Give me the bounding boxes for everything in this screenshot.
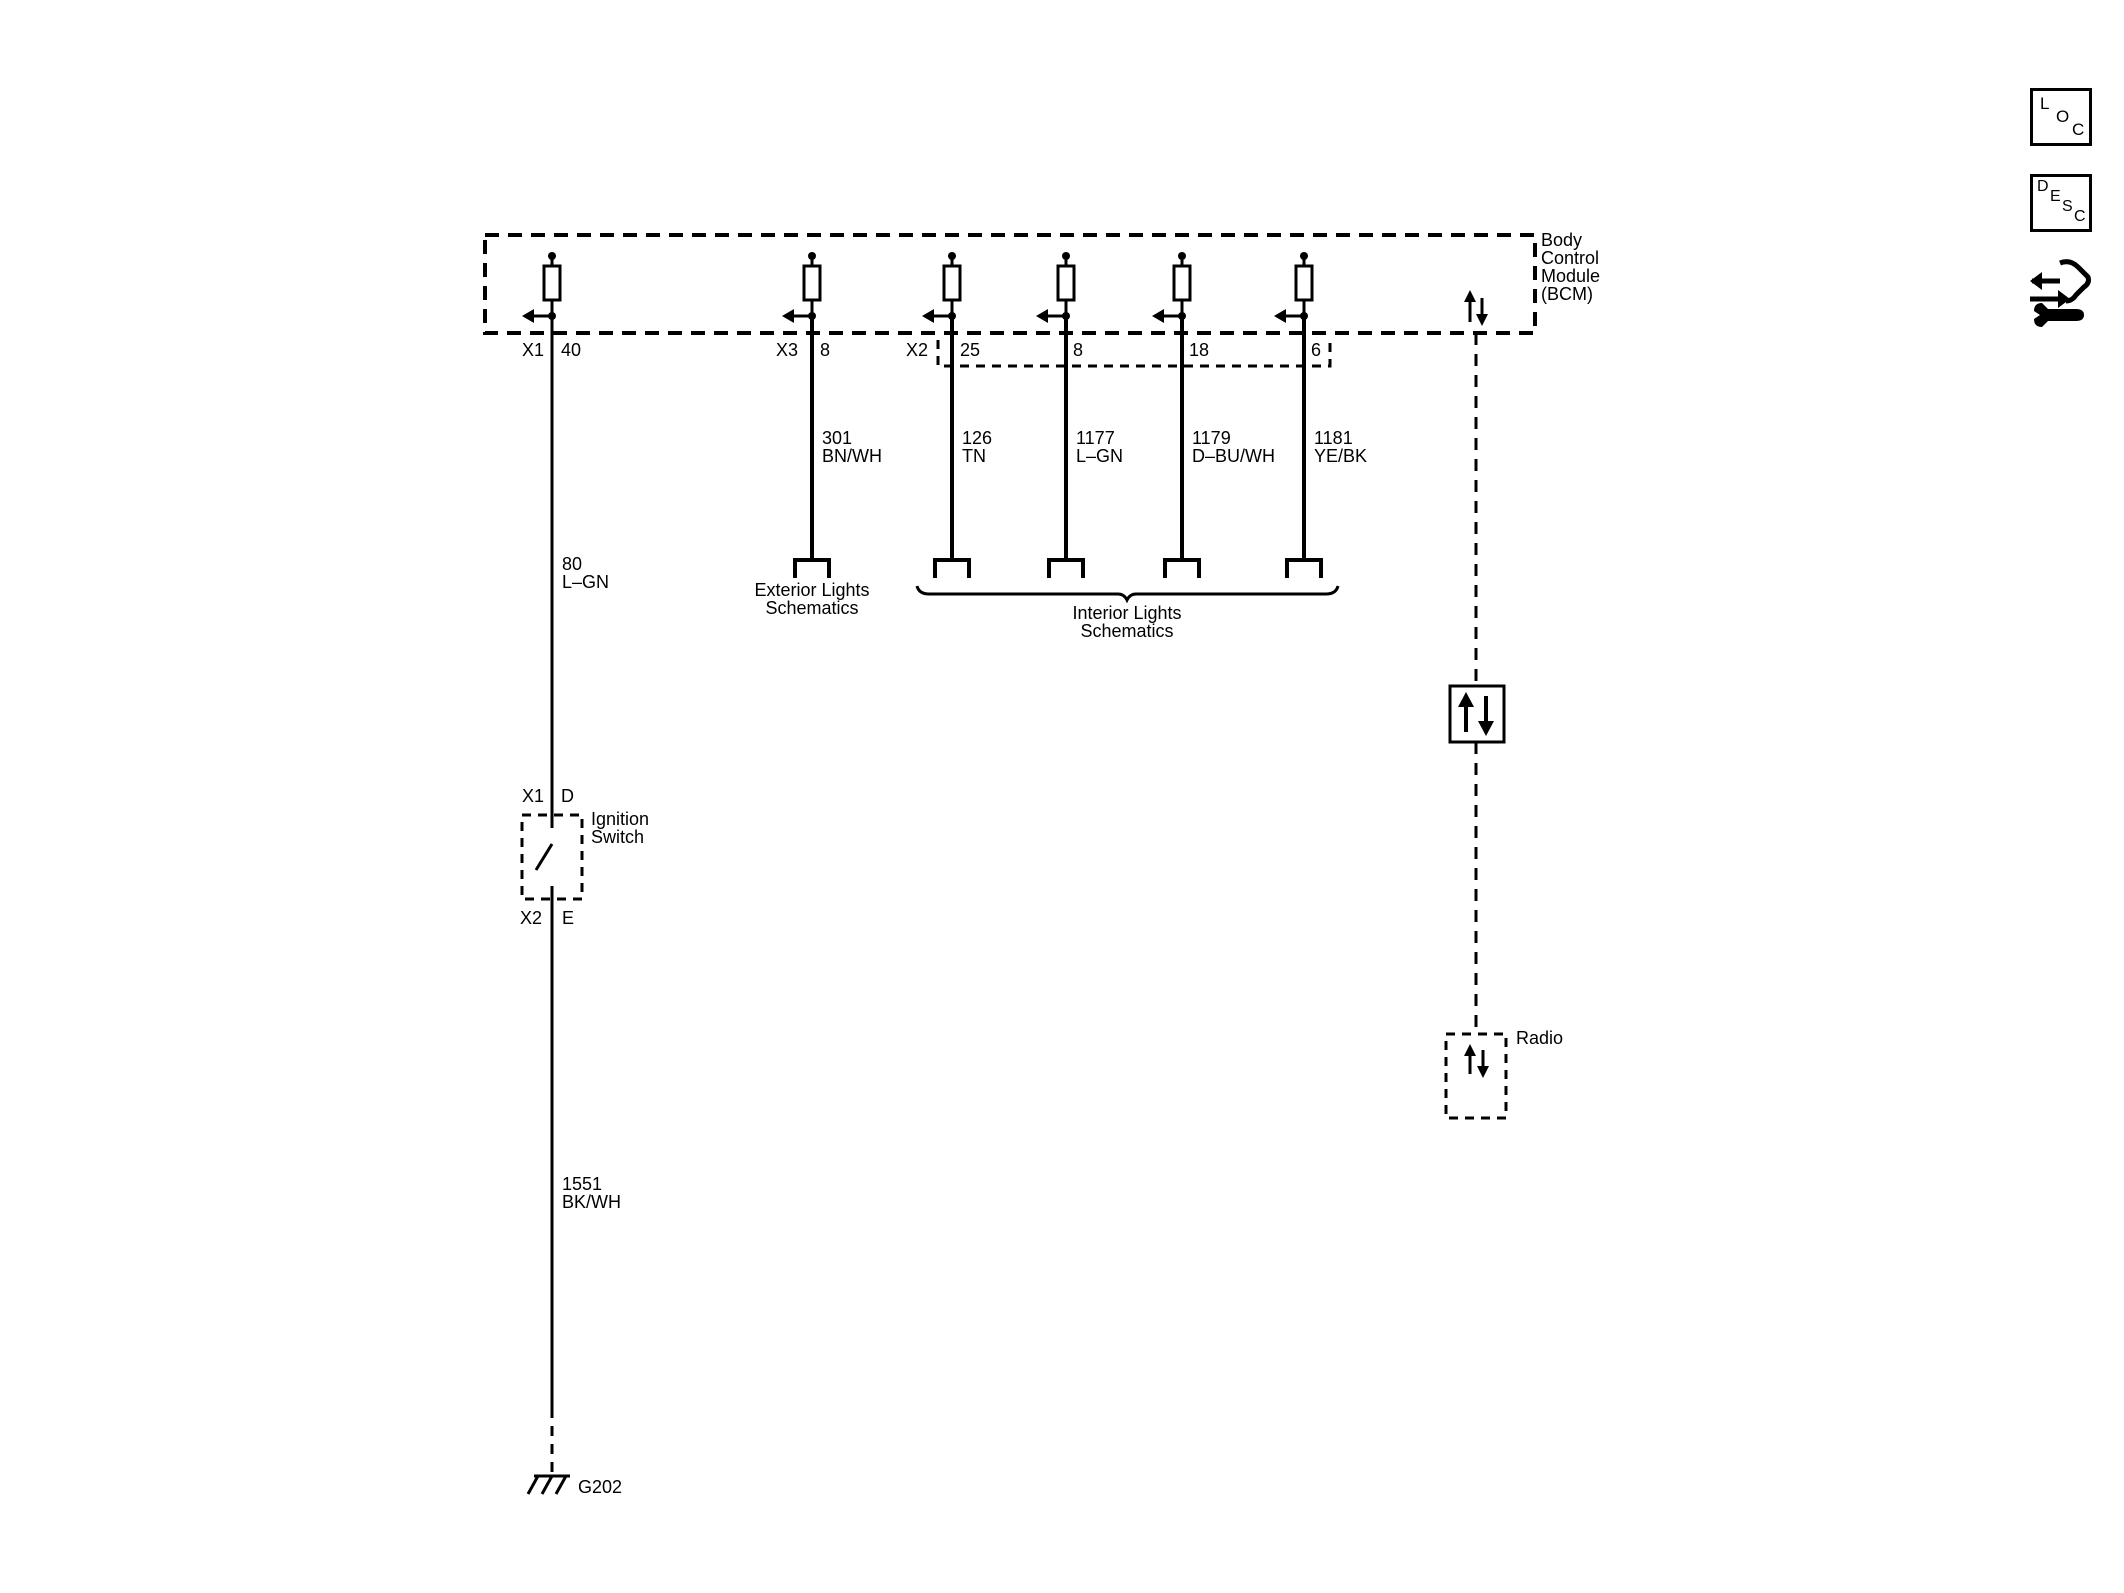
bcm-pin-x2-8 [1034, 252, 1076, 325]
pin-3-connector: X2 [906, 340, 928, 360]
bcm-pin-x2-18 [1150, 252, 1192, 325]
bcm-label-line-3: Module [1541, 266, 1600, 286]
radio-outline [1444, 1032, 1508, 1120]
interior-lights-label-line-1: Interior Lights [1072, 603, 1181, 623]
ignition-switch-contact [534, 808, 554, 914]
bcm-pin-x1-40 [520, 252, 562, 325]
exterior-lights-label-line-1: Exterior Lights [754, 580, 869, 600]
ignition-top-pin: D [561, 786, 574, 806]
desc-letter-d: D [2037, 178, 2049, 195]
wire-1181-color: YE/BK [1314, 446, 1367, 466]
x2-connector-bracket [936, 340, 1332, 368]
pin-2-number: 8 [820, 340, 830, 360]
pin-5-number: 18 [1189, 340, 1209, 360]
interior-ref-symbol-4 [1285, 558, 1323, 578]
bcm-pin-x3-8 [780, 252, 822, 325]
bcm-label-line-4: (BCM) [1541, 284, 1593, 304]
loc-letter-c: C [2072, 120, 2085, 139]
pin-4-number: 8 [1073, 340, 1083, 360]
interior-lights-brace [915, 585, 1340, 604]
ignition-switch-label-line-1: Ignition [591, 809, 649, 829]
interior-ref-symbol-1 [933, 558, 971, 578]
desc-button[interactable]: D E S C [2030, 174, 2092, 232]
ignition-switch-outline [520, 813, 584, 901]
bcm-outline [483, 233, 1537, 335]
bcm-pin-x2-25 [920, 252, 962, 325]
ground-symbol-icon [526, 1474, 570, 1495]
wire-80-circuit: 80 [562, 554, 582, 574]
loc-button[interactable]: L O C [2030, 88, 2092, 146]
ignition-switch-label-line-2: Switch [591, 827, 644, 847]
radio-label: Radio [1516, 1028, 1563, 1048]
interior-ref-symbol-3 [1163, 558, 1201, 578]
pin-6-number: 6 [1311, 340, 1321, 360]
desc-letter-e: E [2050, 188, 2061, 205]
wire-80-color: L–GN [562, 572, 609, 592]
desc-letter-s: S [2062, 198, 2073, 215]
bcm-pin-x2-6 [1272, 252, 1314, 325]
wire-301-circuit: 301 [822, 428, 852, 448]
ignition-bottom-connector: X2 [520, 908, 542, 928]
pin-1-number: 40 [561, 340, 581, 360]
exterior-lights-label-line-2: Schematics [765, 598, 858, 618]
loc-letter-l: L [2040, 94, 2050, 113]
exterior-lights-ref-symbol [793, 558, 831, 578]
wire-1177-color: L–GN [1076, 446, 1123, 466]
bcm-label-line-1: Body [1541, 230, 1582, 250]
ignition-bottom-pin: E [562, 908, 574, 928]
pin-3-number: 25 [960, 340, 980, 360]
wire-126-circuit: 126 [962, 428, 992, 448]
wire-301-color: BN/WH [822, 446, 882, 466]
interior-lights-label-line-2: Schematics [1080, 621, 1173, 641]
wire-1551-color: BK/WH [562, 1192, 621, 1212]
wrench-arrows-icon[interactable] [2026, 255, 2098, 335]
wire-126-color: TN [962, 446, 986, 466]
ignition-top-connector: X1 [522, 786, 544, 806]
wire-1179-color: D–BU/WH [1192, 446, 1275, 466]
interior-ref-symbol-2 [1047, 558, 1085, 578]
ground-label: G202 [578, 1477, 622, 1497]
pin-2-connector: X3 [776, 340, 798, 360]
wire-1551-circuit: 1551 [562, 1174, 602, 1194]
desc-letter-c: C [2074, 208, 2086, 225]
pin-1-connector: X1 [522, 340, 544, 360]
wire-1181-circuit: 1181 [1314, 428, 1353, 448]
serial-data-inline-icon [1448, 684, 1506, 744]
bcm-label-line-2: Control [1541, 248, 1599, 268]
bcm-serial-data-icon [1464, 290, 1488, 326]
wire-1179-circuit: 1179 [1192, 428, 1231, 448]
wire-1177-circuit: 1177 [1076, 428, 1115, 448]
loc-letter-o: O [2056, 107, 2070, 126]
radio-serial-data-icon [1464, 1044, 1489, 1078]
